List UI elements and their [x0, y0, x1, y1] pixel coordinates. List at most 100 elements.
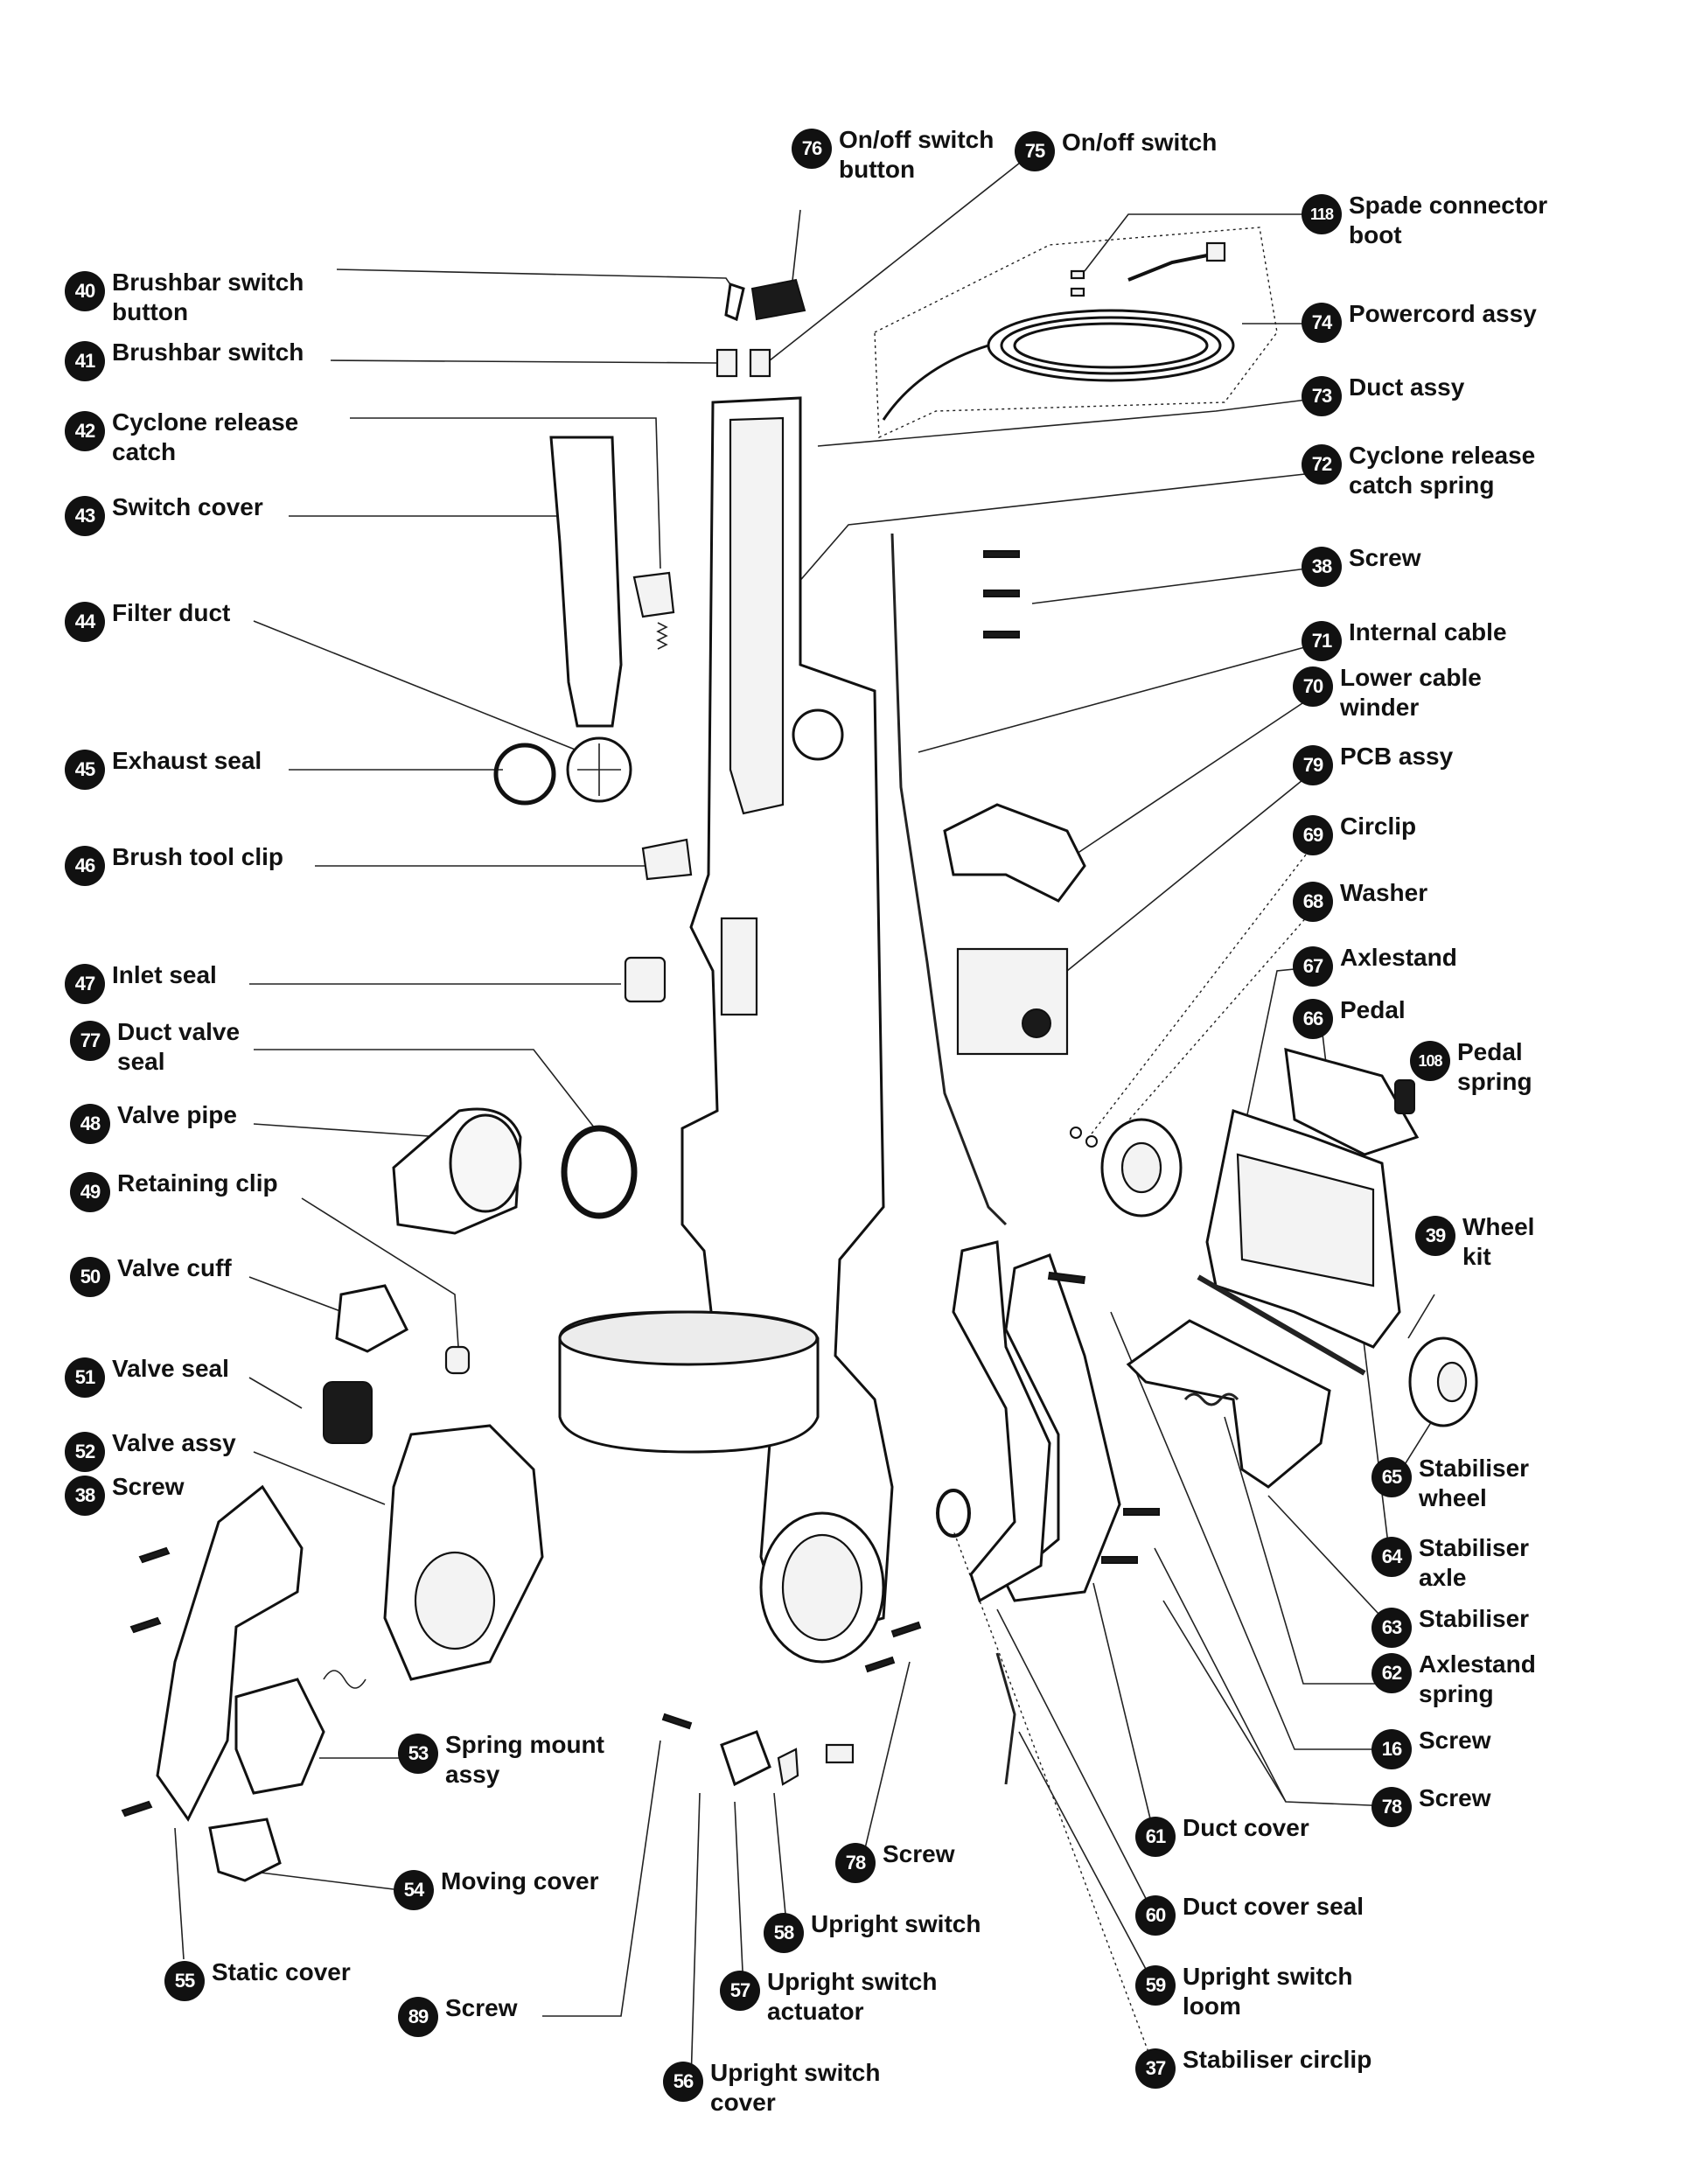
- callout-62: 62 Axlestand spring: [1371, 1650, 1536, 1709]
- callout-52: 52 Valve assy: [65, 1429, 236, 1472]
- callout-number: 49: [70, 1172, 110, 1212]
- callout-54: 54 Moving cover: [394, 1867, 598, 1910]
- callout-68: 68 Washer: [1293, 879, 1427, 922]
- callout-38-left: 38 Screw: [65, 1473, 185, 1516]
- leader-78r2: [1162, 1600, 1287, 1803]
- leader-38r: [1031, 566, 1322, 604]
- spade-boot-2: [1070, 287, 1085, 297]
- leader-52: [253, 1451, 386, 1505]
- leader-56: [690, 1792, 701, 2083]
- pedal-spring: [1394, 1079, 1415, 1114]
- callout-41: 41 Brushbar switch: [65, 338, 304, 381]
- axlestand-spring: [1183, 1392, 1239, 1406]
- leader-73: [817, 397, 1322, 447]
- callout-number: 66: [1293, 999, 1333, 1039]
- leader-58: [773, 1792, 788, 1934]
- duct-cover-seal: [952, 1240, 1051, 1603]
- leader-51: [248, 1377, 303, 1409]
- brushbar-switch-button: [724, 283, 745, 322]
- callout-74: 74 Powercord assy: [1302, 300, 1537, 343]
- valve-seal: [323, 1381, 373, 1444]
- leader-59: [1018, 1731, 1155, 1986]
- callout-label: Internal cable: [1349, 618, 1507, 645]
- leader-48: [253, 1123, 443, 1138]
- callout-label: Lower cable winder: [1340, 664, 1482, 721]
- leader-37: [953, 1530, 1155, 2069]
- callout-label: Upright switch cover: [710, 2059, 881, 2116]
- leader-16: [1110, 1311, 1391, 1750]
- stabiliser-circlip: [936, 1489, 971, 1538]
- callout-number: 59: [1135, 1965, 1176, 2006]
- upright-switch-actuator: [777, 1748, 799, 1786]
- leader-49: [301, 1197, 460, 1361]
- callout-label: Screw: [1349, 544, 1421, 571]
- cyclone-release-catch: [632, 571, 675, 618]
- callout-label: Stabiliser circlip: [1183, 2046, 1372, 2073]
- callout-60: 60 Duct cover seal: [1135, 1893, 1364, 1936]
- callout-78-right: 78 Screw: [1371, 1784, 1491, 1827]
- callout-number: 46: [65, 846, 105, 886]
- callout-label: Duct cover: [1183, 1814, 1309, 1841]
- callout-number: 76: [792, 129, 832, 169]
- brushbar-switch: [715, 348, 738, 378]
- duct-inner: [729, 416, 785, 815]
- callout-number: 52: [65, 1432, 105, 1472]
- lower-cable-winder: [943, 803, 1086, 903]
- callout-label: Screw: [112, 1473, 185, 1500]
- callout-number: 72: [1302, 444, 1342, 485]
- callout-45: 45 Exhaust seal: [65, 747, 262, 790]
- callout-number: 78: [835, 1843, 876, 1883]
- callout-37: 37 Stabiliser circlip: [1135, 2046, 1372, 2089]
- leader-89: [542, 1740, 661, 2017]
- callout-number: 108: [1410, 1041, 1450, 1081]
- powercord-coil: [882, 241, 1235, 421]
- leader-63: [1267, 1495, 1392, 1628]
- leader-68: [1106, 900, 1322, 1147]
- leader-75: [760, 152, 1033, 368]
- callout-label: Spade connector boot: [1349, 192, 1548, 248]
- callout-label: Switch cover: [112, 493, 263, 520]
- retaining-clip: [444, 1345, 471, 1375]
- duct-port: [792, 708, 844, 761]
- circlip-69: [1070, 1127, 1082, 1139]
- callout-number: 63: [1371, 1608, 1412, 1648]
- callout-71: 71 Internal cable: [1302, 618, 1507, 661]
- callout-number: 50: [70, 1257, 110, 1297]
- duct-assy: [680, 396, 894, 1646]
- callout-number: 57: [720, 1971, 760, 2011]
- callout-50: 50 Valve cuff: [70, 1254, 232, 1297]
- callout-number: 45: [65, 750, 105, 790]
- callout-label: On/off switch: [1062, 129, 1218, 156]
- screw-38b: [129, 1616, 162, 1634]
- callout-label: Brushbar switch: [112, 338, 304, 366]
- callout-label: Retaining clip: [117, 1169, 278, 1197]
- callout-number: 75: [1015, 131, 1055, 171]
- exhaust-seal: [493, 743, 556, 806]
- leader-77: [254, 1049, 596, 1129]
- callout-number: 61: [1135, 1817, 1176, 1857]
- spring: [323, 1670, 366, 1689]
- callout-label: PCB assy: [1340, 743, 1454, 770]
- callout-56: 56 Upright switch cover: [663, 2059, 880, 2118]
- leader-78r: [1154, 1547, 1392, 1807]
- callout-70: 70 Lower cable winder: [1293, 664, 1482, 722]
- callout-44: 44 Filter duct: [65, 599, 230, 642]
- screw-38r-1: [983, 550, 1020, 558]
- pcb-assy: [956, 947, 1069, 1056]
- callout-label: Cyclone release catch: [112, 408, 299, 465]
- screw-89: [661, 1713, 693, 1730]
- leader-40: [336, 269, 740, 298]
- callout-72: 72 Cyclone release catch spring: [1302, 442, 1536, 500]
- screw-78d: [1101, 1556, 1138, 1564]
- callout-label: Cyclone release catch spring: [1349, 442, 1536, 499]
- callout-number: 73: [1302, 376, 1342, 416]
- callout-number: 40: [65, 271, 105, 311]
- callout-47: 47 Inlet seal: [65, 961, 217, 1004]
- callout-66: 66 Pedal: [1293, 996, 1406, 1039]
- leader-118: [1084, 213, 1321, 272]
- callout-number: 43: [65, 496, 105, 536]
- screw-16: [1047, 1271, 1086, 1285]
- washer-68: [1085, 1135, 1098, 1148]
- callout-label: Filter duct: [112, 599, 231, 626]
